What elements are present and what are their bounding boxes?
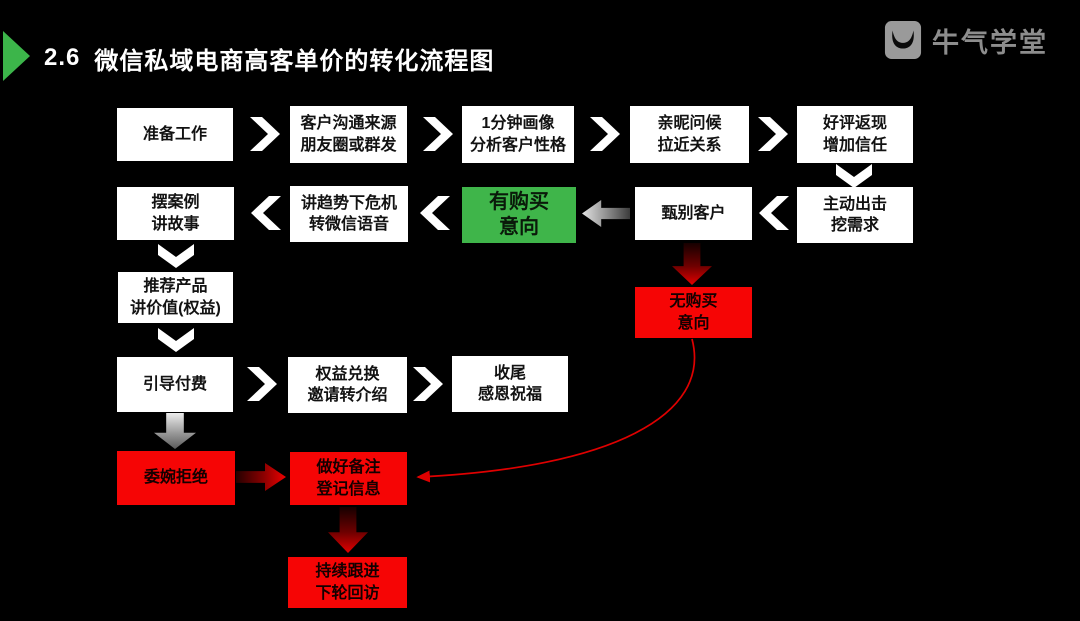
title-triangle-marker-icon (3, 31, 30, 81)
flow-node-guide-payment: 引导付费 (117, 357, 233, 412)
node-label: 收尾 (493, 364, 526, 382)
section-number: 2.6 (44, 44, 81, 71)
chevron-right-icon (423, 117, 453, 151)
flow-node-closing-blessing: 收尾感恩祝福 (452, 356, 568, 412)
flow-node-proactive-demand: 主动出击挖需求 (797, 187, 913, 243)
bull-logo-icon (884, 21, 922, 59)
flow-node-purchase-intent: 有购买意向 (462, 187, 576, 243)
flow-node-greeting: 亲昵问候拉近关系 (630, 106, 749, 163)
node-label: 客户沟通来源 (300, 115, 397, 133)
flow-node-note-register: 做好备注登记信息 (290, 452, 407, 505)
page-title: 2.6 微信私域电商高客单价的转化流程图 (44, 40, 494, 76)
node-label: 有购买 (489, 191, 549, 213)
node-label: 1分钟画像 (481, 115, 555, 133)
node-label: 亲昵问候 (657, 115, 722, 133)
chevron-right-icon (413, 367, 443, 401)
flow-node-screen-customers: 甄别客户 (635, 187, 752, 240)
chevron-right-icon (590, 117, 620, 151)
flow-node-prepare: 准备工作 (117, 108, 233, 161)
block-arrow-left-gray-icon (582, 200, 630, 227)
chevron-right-icon (250, 117, 280, 151)
node-label: 准备工作 (142, 125, 207, 143)
block-arrow-down-red-icon (328, 507, 368, 553)
chevron-down-icon (158, 328, 194, 352)
chevron-left-icon (420, 196, 450, 230)
node-label: 摆案例 (151, 194, 200, 212)
flow-node-trend-crisis: 讲趋势下危机转微信语音 (290, 186, 408, 242)
block-arrow-down-red-icon (672, 243, 712, 285)
node-label: 朋友圈或群发 (300, 136, 397, 154)
node-label: 无购买 (669, 293, 718, 311)
node-label: 感恩祝福 (477, 386, 542, 403)
node-label: 委婉拒绝 (143, 469, 208, 487)
node-label: 做好备注 (316, 459, 381, 477)
flow-node-contact-source: 客户沟通来源朋友圈或群发 (290, 106, 407, 163)
flow-node-review-cashback: 好评返现增加信任 (797, 106, 913, 163)
flow-node-profile-analysis: 1分钟画像分析客户性格 (462, 106, 574, 163)
brand-logo: 牛气学堂 (884, 20, 1048, 60)
chevron-left-icon (251, 196, 281, 230)
node-label: 登记信息 (316, 480, 381, 498)
node-label: 讲故事 (151, 215, 200, 233)
flow-node-case-story: 摆案例讲故事 (117, 187, 234, 240)
flow-node-benefit-referral: 权益兑换邀请转介绍 (288, 357, 407, 413)
node-label: 拉近关系 (657, 136, 722, 154)
page-title-text: 微信私域电商高客单价的转化流程图 (94, 47, 495, 75)
block-arrow-right-red-icon (236, 463, 286, 491)
node-label: 意向 (677, 314, 710, 332)
chevron-down-icon (158, 244, 194, 268)
flow-node-recommend-product: 推荐产品讲价值(权益) (118, 272, 233, 323)
node-label: 推荐产品 (143, 278, 208, 296)
node-label: 引导付费 (142, 375, 207, 393)
node-label: 挖需求 (830, 217, 879, 234)
node-label: 权益兑换 (315, 365, 380, 383)
chevron-right-icon (758, 117, 788, 151)
flow-node-no-intent: 无购买意向 (635, 287, 752, 338)
node-label: 甄别客户 (661, 204, 726, 222)
flow-node-follow-up: 持续跟进下轮回访 (288, 557, 407, 608)
node-label: 持续跟进 (315, 563, 380, 581)
node-label: 增加信任 (822, 136, 887, 154)
chevron-left-icon (759, 196, 789, 230)
node-label: 好评返现 (822, 115, 887, 133)
flow-node-polite-refusal: 委婉拒绝 (117, 451, 235, 505)
node-label: 转微信语音 (308, 216, 389, 233)
chevron-right-icon (247, 367, 277, 401)
node-label: 意向 (499, 216, 539, 238)
node-label: 分析客户性格 (469, 136, 566, 154)
node-label: 讲价值(权益) (130, 299, 221, 317)
node-label: 主动出击 (822, 195, 887, 213)
node-label: 讲趋势下危机 (300, 194, 397, 212)
chevron-down-icon (836, 164, 872, 188)
node-label: 邀请转介绍 (307, 387, 388, 404)
block-arrow-down-gray-icon (154, 413, 196, 449)
node-label: 下轮回访 (315, 584, 380, 602)
brand-name: 牛气学堂 (932, 27, 1048, 58)
